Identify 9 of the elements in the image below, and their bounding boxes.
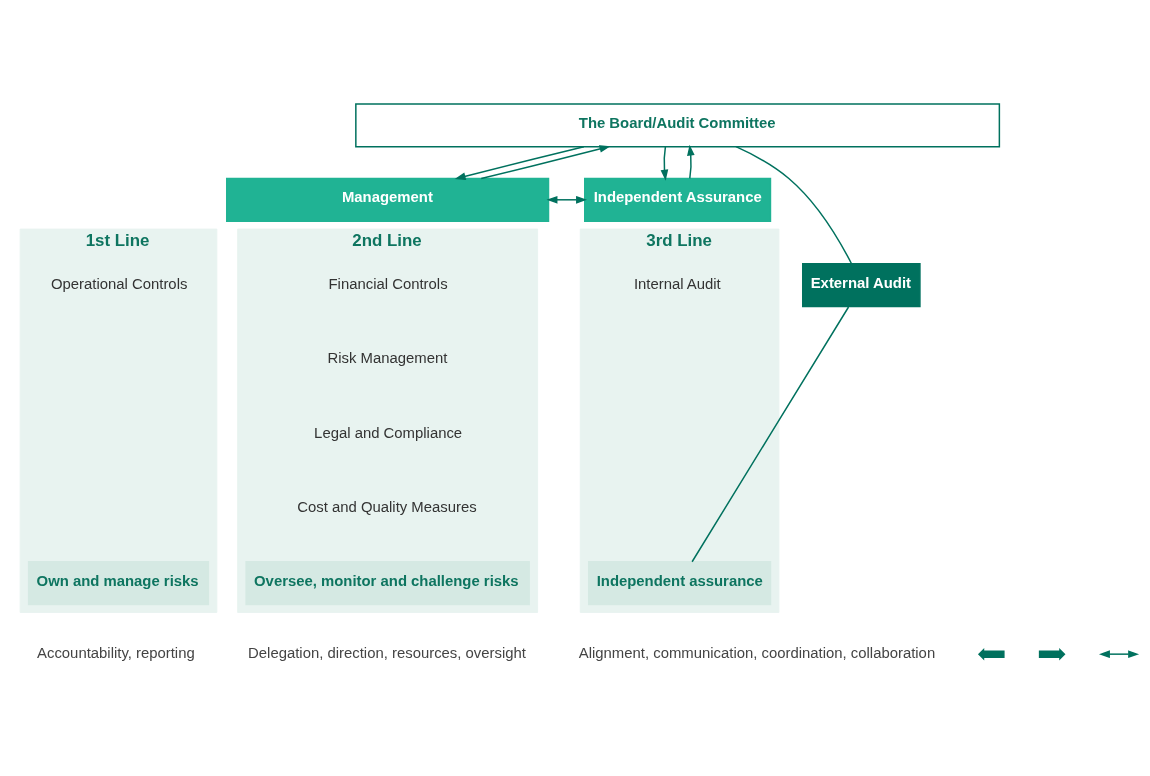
legend-label: Accountability, reporting [37,644,195,661]
node-text: Cost and Quality Measures [297,499,477,516]
node-text: Risk Management [327,350,448,367]
legend-label: Alignment, communication, coordination, collaboration [578,644,936,661]
node-text: Legal and Compliance [314,424,463,441]
node-text: Financial Controls [328,275,448,292]
legend-label: Delegation, direction, resources, oversight [248,644,526,661]
node-text: Internal Audit [633,275,721,292]
node-text: Operational Controls [50,275,188,292]
